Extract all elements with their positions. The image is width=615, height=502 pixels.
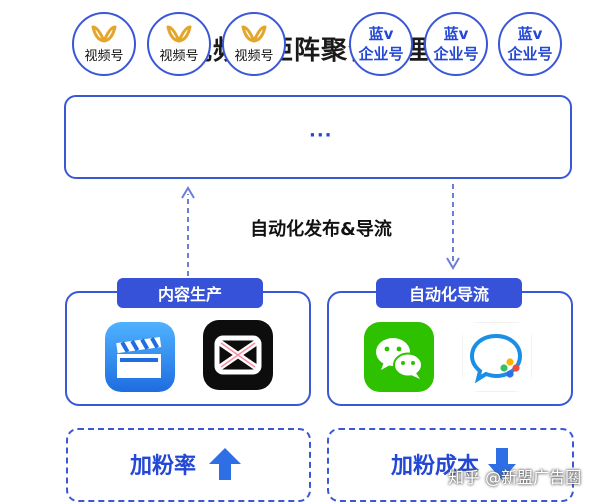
enterprise-label: 企业号 [433, 45, 479, 63]
enterprise-account-1: 蓝v 企业号 [349, 12, 413, 76]
upload-arrow-head [181, 186, 195, 199]
watermark: 知乎 @新盟广告圈 [448, 468, 582, 487]
account-label: 视频号 [84, 49, 124, 64]
capcut-app-icon [203, 320, 273, 394]
fan-rate-box [66, 428, 311, 502]
content-production-panel [65, 291, 311, 406]
channel-account-1: 视频号 [72, 12, 136, 76]
arrow-down-icon [488, 448, 517, 480]
content-production-pill: 内容生产 [117, 278, 263, 308]
channel-account-2: 视频号 [147, 12, 211, 76]
enterprise-label: 企业号 [507, 45, 553, 63]
channel-account-3: 视频号 [222, 12, 286, 76]
blue-v-label: 蓝v [517, 25, 543, 43]
clapper-app-icon [105, 322, 175, 396]
channels-logo-icon [166, 25, 192, 43]
account-matrix-panel [64, 95, 572, 179]
auto-diversion-pill: 自动化导流 [376, 278, 522, 308]
account-label: 视频号 [159, 49, 199, 64]
flow-arrows [181, 184, 460, 276]
enterprise-account-2: 蓝v 企业号 [424, 12, 488, 76]
channels-logo-icon [91, 25, 117, 43]
blue-v-label: 蓝v [443, 25, 469, 43]
enterprise-label: 企业号 [358, 45, 404, 63]
flow-label: 自动化发布&导流 [250, 219, 392, 240]
wecom-app-icon [461, 321, 533, 396]
arrow-up-icon [209, 448, 242, 480]
fan-cost-label: 加粉成本 [391, 454, 480, 479]
fan-rate-label: 加粉率 [130, 454, 197, 479]
fan-cost-metric: 加粉成本 [391, 446, 517, 482]
more-accounts-ellipsis: ··· [309, 125, 333, 146]
channels-logo-icon [241, 25, 267, 43]
fan-rate-metric: 加粉率 [130, 446, 242, 482]
enterprise-account-3: 蓝v 企业号 [498, 12, 562, 76]
wechat-app-icon [364, 322, 434, 396]
account-label: 视频号 [234, 49, 274, 64]
blue-v-label: 蓝v [368, 25, 394, 43]
diversion-arrow-head [446, 257, 460, 270]
